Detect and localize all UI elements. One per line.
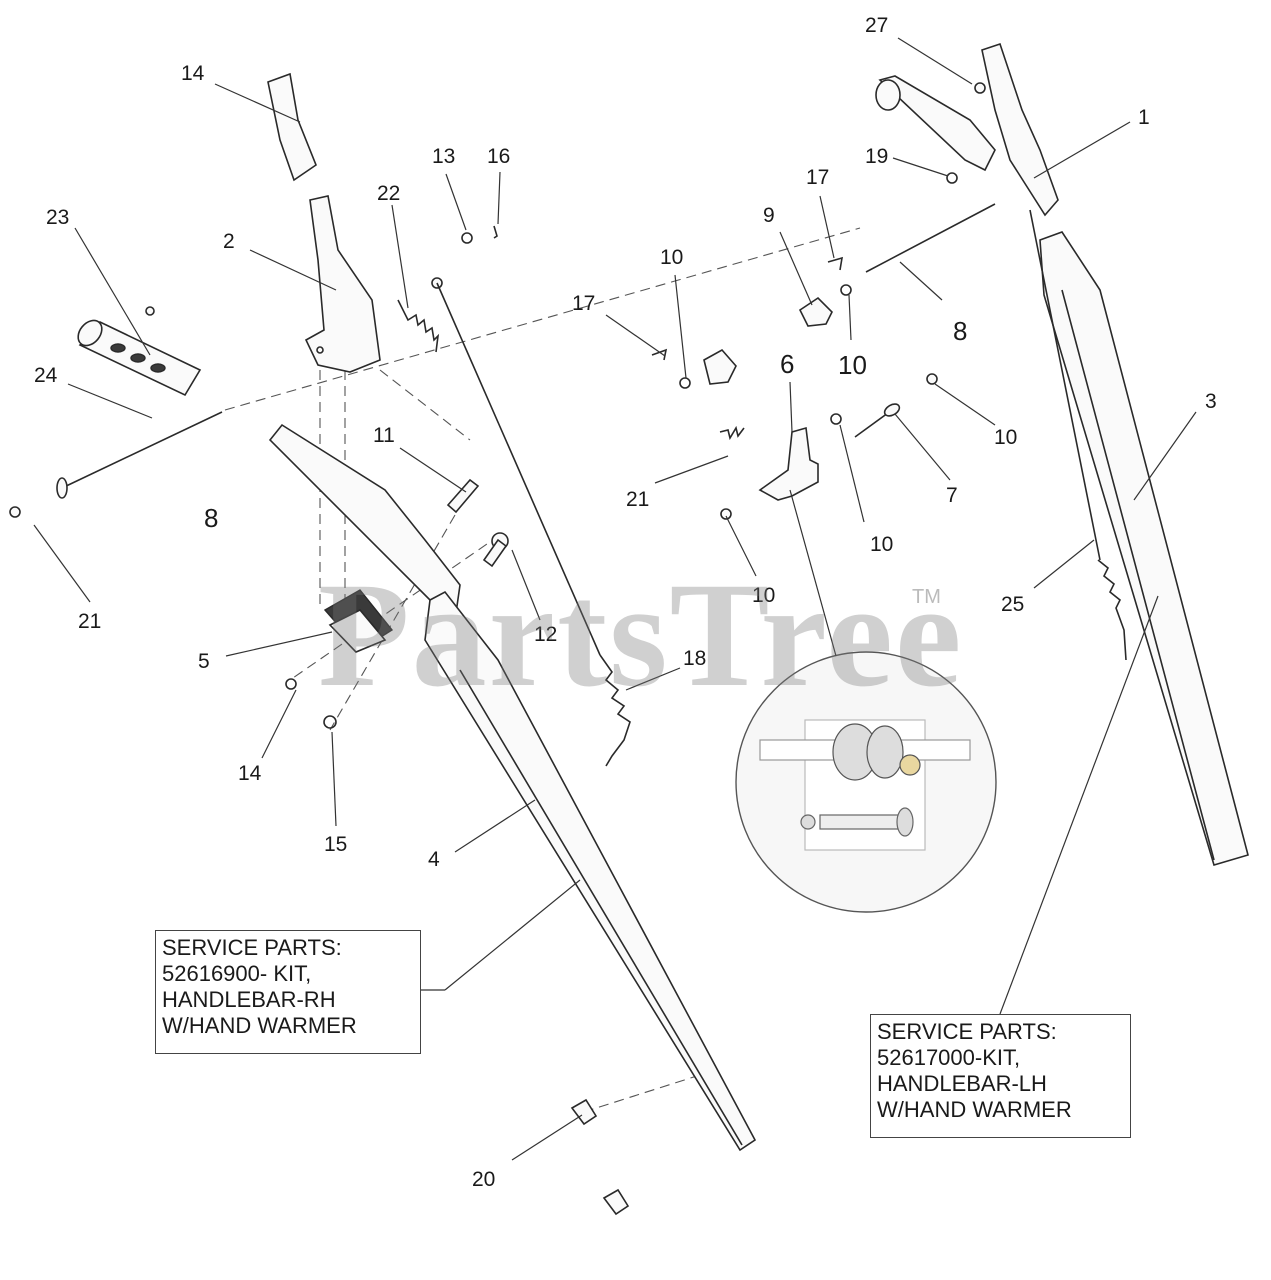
callout-9: 9 (763, 204, 775, 227)
part-17-pin-left (651, 348, 668, 361)
service-box-rh-line-1: SERVICE PARTS: (162, 935, 342, 960)
watermark: PartsTree (318, 552, 964, 718)
callout-20: 20 (472, 1168, 495, 1191)
callout-labels: 14 2 23 24 8 21 22 13 16 11 12 5 14 15 4… (34, 14, 1217, 1191)
part-2-bracket (304, 195, 381, 373)
service-parts-box-lh: SERVICE PARTS: 52617000-KIT, HANDLEBAR-L… (870, 1014, 1131, 1138)
callout-12: 12 (534, 623, 557, 646)
callout-10-a: 10 (660, 246, 683, 269)
callout-16: 16 (487, 145, 510, 168)
part-20-bolt (570, 1098, 598, 1126)
part-12-pin (482, 538, 508, 568)
part-7-pin (854, 403, 901, 438)
callout-10-b: 10 (838, 350, 867, 380)
callout-11: 11 (373, 424, 395, 447)
callout-14-left: 14 (238, 762, 262, 785)
callout-6: 6 (780, 349, 794, 379)
part-8-shaft-left (56, 411, 223, 499)
part-6-bracket (758, 426, 819, 501)
callout-10-d: 10 (752, 584, 775, 607)
part-9-cam (798, 296, 833, 327)
part-16-pin (493, 225, 498, 239)
part-8-shaft-right (865, 203, 996, 273)
callout-5: 5 (198, 650, 210, 673)
callout-27: 27 (865, 14, 888, 37)
callout-2: 2 (223, 230, 235, 253)
service-box-lh-line-4: W/HAND WARMER (877, 1097, 1072, 1122)
callout-21-right: 10 (994, 426, 1017, 449)
callout-10-c: 10 (870, 533, 893, 556)
callout-19: 25 (1001, 593, 1024, 616)
part-10-nut (703, 348, 737, 385)
callout-13: 13 (432, 145, 455, 168)
part-2-hole (316, 346, 324, 354)
part-24-spring (719, 425, 745, 441)
part-13-clip (461, 232, 473, 244)
part-10-washer-d (720, 508, 732, 520)
callout-14-right: 19 (865, 145, 888, 168)
callout-8-right: 8 (953, 316, 967, 346)
part-5-block (323, 589, 394, 653)
callout-7: 7 (946, 484, 958, 507)
service-box-lh-line-1: SERVICE PARTS: (877, 1019, 1057, 1044)
service-box-lh-line-2: 52617000-KIT, (877, 1045, 1021, 1070)
part-4-handlebar-rh (268, 423, 757, 1152)
part-21-screw-right (926, 373, 938, 385)
watermark-tm: TM (912, 586, 941, 608)
part-23-spring (397, 299, 440, 353)
callout-21-left: 21 (78, 610, 101, 633)
callout-24: 21 (626, 488, 649, 511)
callout-15: 15 (324, 833, 347, 856)
callout-25: 23 (46, 206, 69, 229)
part-14-washer-left (285, 678, 297, 690)
part-17-pin-right (827, 256, 843, 271)
part-10-washer-a (679, 377, 691, 389)
callout-3: 3 (1205, 390, 1217, 413)
service-box-rh-line-2: 52616900- KIT, (162, 961, 312, 986)
callout-23: 22 (377, 182, 400, 205)
part-25-grip (77, 306, 202, 397)
part-20-bolt-2 (602, 1188, 630, 1216)
service-parts-box-rh: SERVICE PARTS: 52616900- KIT, HANDLEBAR-… (155, 930, 421, 1054)
part-18-cable (431, 277, 631, 767)
callout-8-left: 8 (204, 503, 218, 533)
part-10-washer-b (840, 284, 852, 296)
service-box-rh-line-4: W/HAND WARMER (162, 1013, 357, 1038)
service-box-rh-line-3: HANDLEBAR-RH (162, 987, 336, 1012)
part-22-cap (267, 72, 317, 182)
callout-1: 1 (1138, 106, 1150, 129)
leader-lines (33, 37, 1197, 1161)
part-15-washer (323, 715, 337, 729)
callout-26: 24 (34, 364, 58, 387)
part-1-handlebar-lh (875, 42, 1249, 866)
callout-22: 14 (181, 62, 205, 85)
callout-18: 18 (683, 647, 706, 670)
callout-17-left: 17 (572, 292, 595, 315)
part-10-washer-c (830, 413, 842, 425)
callout-4: 4 (428, 848, 440, 871)
part-21-screw-left (9, 506, 21, 518)
service-box-lh-line-3: HANDLEBAR-LH (877, 1071, 1047, 1096)
part-19-spring (1029, 209, 1127, 661)
detail-inset (735, 651, 997, 913)
callout-17-right: 17 (806, 166, 829, 189)
part-11-pin (446, 478, 480, 514)
